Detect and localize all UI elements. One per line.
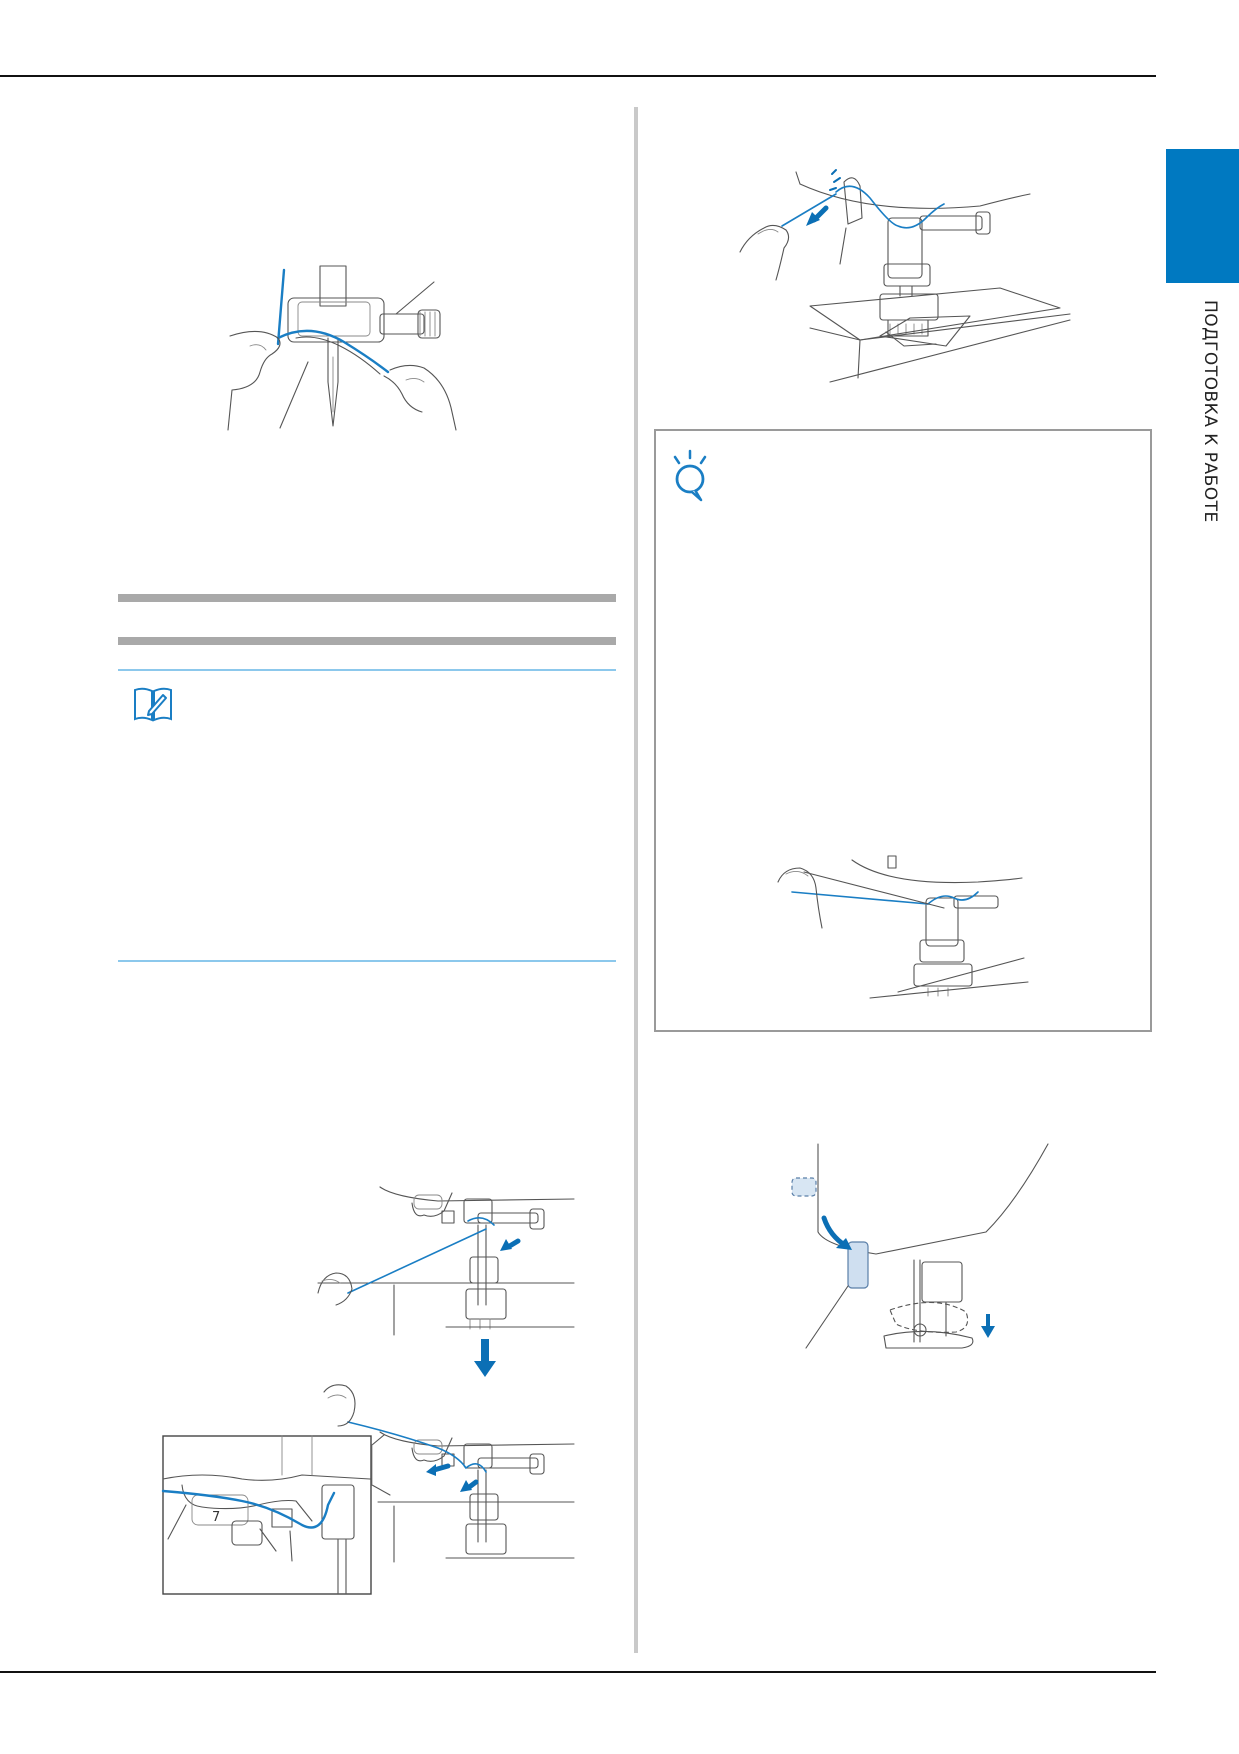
- figure-inset-magnified: [161, 1434, 391, 1595]
- section-heading-bar-bottom: [118, 637, 616, 645]
- figure-needle-threading: [227, 265, 457, 431]
- lightbulb-note-icon: [673, 449, 707, 502]
- chapter-label: ПОДГОТОВКА К РАБОТЕ: [1200, 300, 1220, 523]
- note-box: [654, 429, 1152, 1032]
- figure-presser-foot-lever: [791, 1143, 1049, 1349]
- figure-threading-step-two: [323, 1384, 575, 1563]
- inset-number-label: 7: [212, 1510, 221, 1525]
- memo-top-line: [118, 669, 616, 671]
- down-arrow-icon: [474, 1339, 496, 1377]
- memo-bottom-line: [118, 960, 616, 962]
- figure-threader-lever: [739, 169, 1071, 383]
- footer-rule: [0, 1671, 1156, 1673]
- figure-threading-step-one: [317, 1186, 575, 1336]
- header-rule: [0, 75, 1156, 77]
- chapter-tab: [1166, 149, 1239, 283]
- figure-note-thread-pull: [777, 855, 1029, 999]
- memo-pencil-icon: [134, 687, 172, 722]
- column-divider: [634, 107, 638, 1653]
- section-heading-bar-top: [118, 594, 616, 602]
